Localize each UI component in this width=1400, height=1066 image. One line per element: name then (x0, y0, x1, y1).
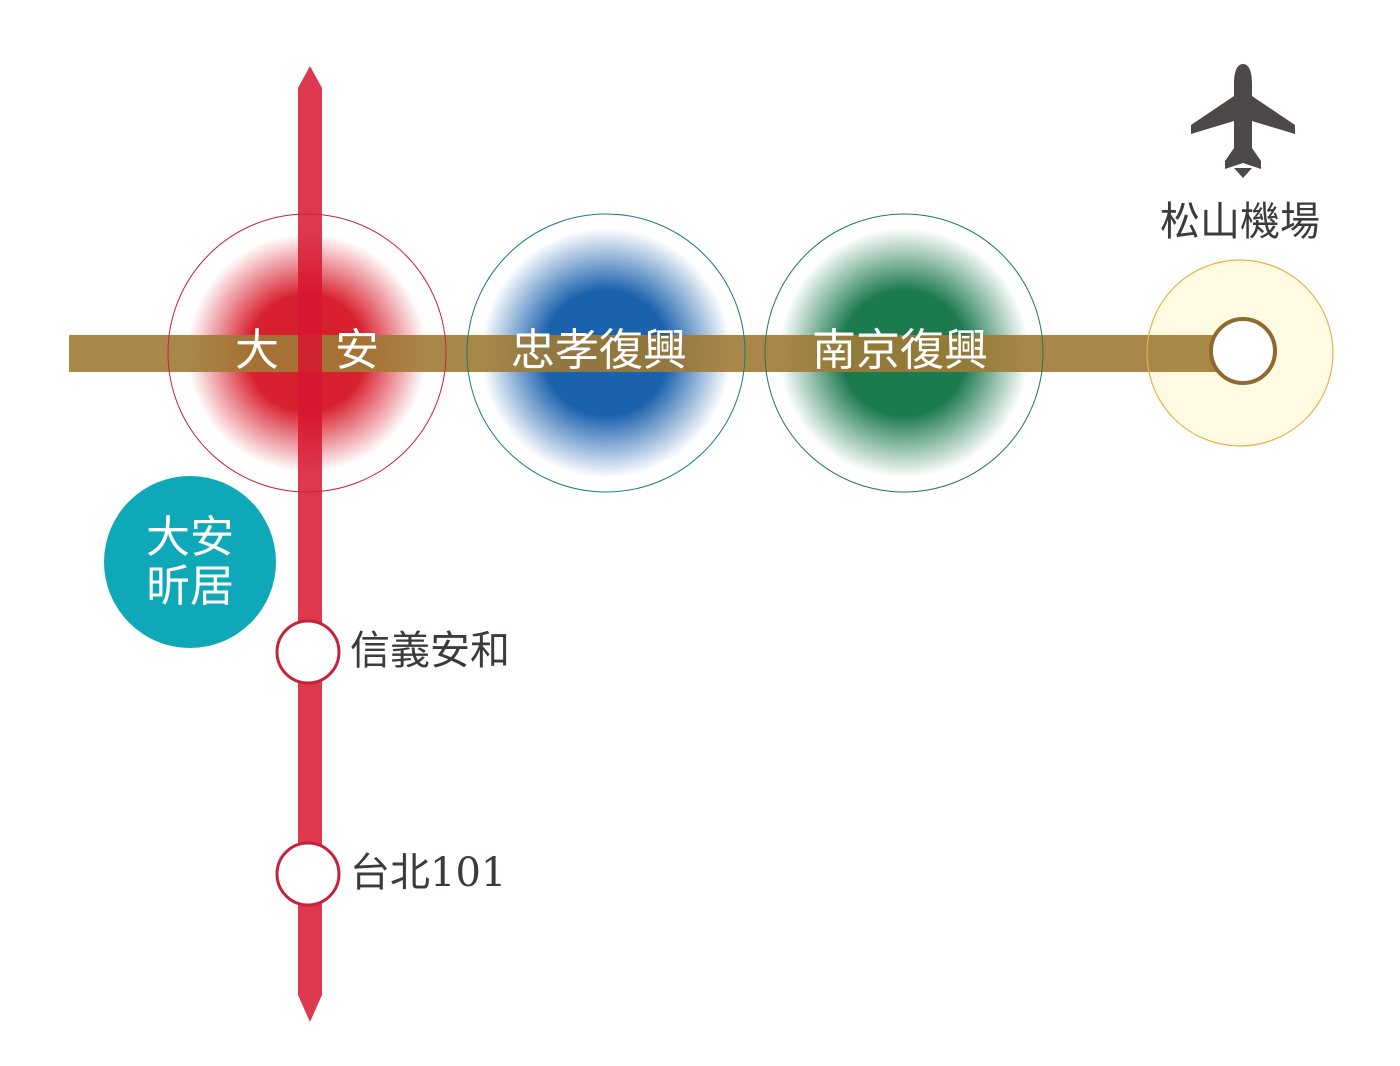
xinyi-anhe-station-marker (275, 619, 341, 685)
airport-ring (1146, 259, 1334, 447)
nanjing-fuxing-label: 南京復興 (812, 325, 988, 376)
daan-ring (167, 213, 447, 493)
red-line (298, 66, 322, 1022)
project-badge-line-2: 昕居 (146, 561, 234, 612)
daan-station-label: 大安 (235, 329, 379, 373)
taipei-101-label: 台北101 (350, 850, 507, 896)
nanjing-ring (764, 213, 1044, 493)
daan-label-char-1: 大 (235, 325, 279, 376)
project-badge (104, 476, 276, 648)
airplane-icon (1191, 64, 1295, 178)
taipei-101-station-marker (275, 841, 341, 907)
project-badge-line-1: 大安 (146, 511, 234, 563)
brown-line (69, 335, 1244, 372)
songshan-airport-label: 松山機場 (1160, 199, 1320, 245)
daan-label-char-2: 安 (335, 325, 379, 376)
zhongxiao-ring (466, 213, 746, 493)
project-badge-text: 大安 昕居 (104, 482, 276, 642)
zhongxiao-fuxing-label: 忠孝復興 (511, 325, 687, 376)
xinyi-anhe-label: 信義安和 (350, 628, 510, 674)
airport-station-marker (1209, 317, 1277, 385)
